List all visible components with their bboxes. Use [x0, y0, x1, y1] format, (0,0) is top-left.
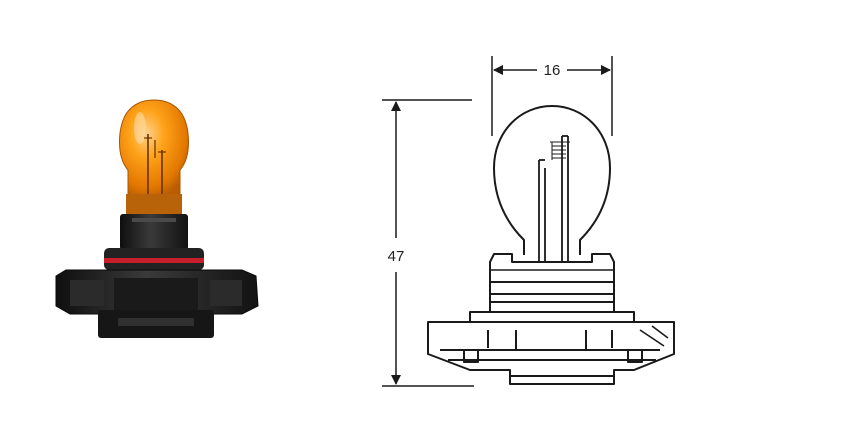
- drawing-base: [427, 311, 675, 385]
- height-dimension-label: 47: [388, 248, 405, 265]
- amber-bulb-photo: [55, 99, 259, 338]
- drawing-glass-outline: [493, 105, 611, 255]
- width-dimension: [491, 56, 613, 136]
- bulb-base: [55, 269, 259, 338]
- glass-envelope: [119, 99, 189, 197]
- bulb-collar: [120, 194, 188, 250]
- height-dimension: [382, 99, 474, 387]
- width-dimension-label: 16: [544, 62, 561, 79]
- bulb-technical-drawing: [427, 105, 675, 385]
- drawing-collar: [489, 253, 615, 313]
- drawing-filament: [538, 135, 570, 262]
